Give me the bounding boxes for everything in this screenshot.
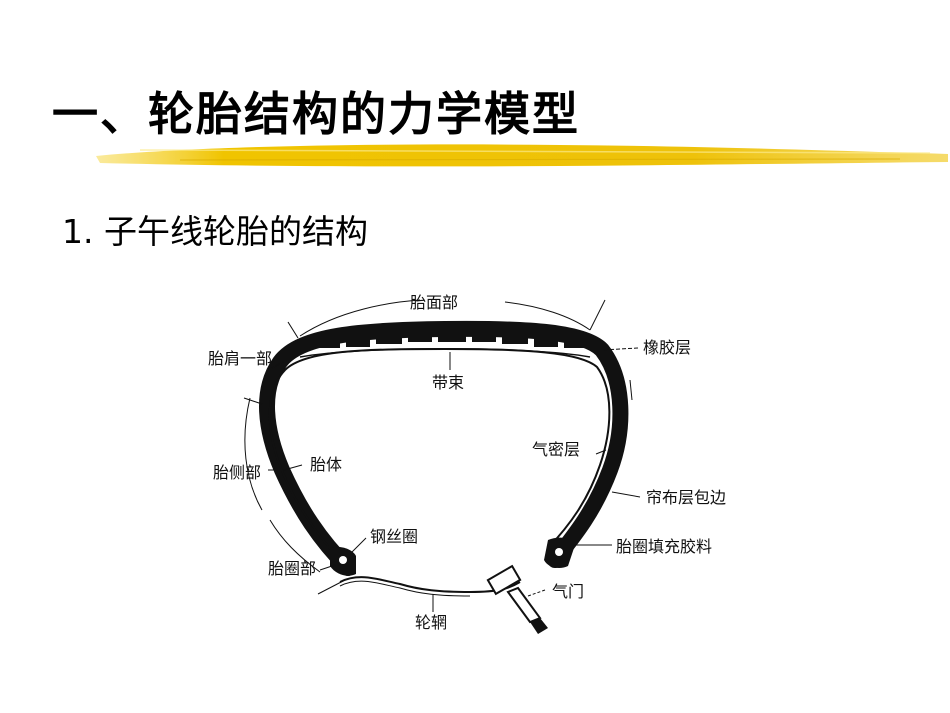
valve-body [486, 564, 548, 634]
tread-blocks [318, 326, 584, 348]
label-rubber-layer: 橡胶层 [643, 338, 691, 357]
label-bead-wire: 钢丝圈 [370, 527, 418, 546]
label-rim: 轮辋 [415, 613, 447, 632]
tire-body [243, 299, 633, 634]
label-carcass: 胎体 [310, 455, 342, 474]
label-shoulder: 胎肩一部 [208, 349, 272, 368]
label-bead: 胎圈部 [268, 559, 316, 578]
label-bead-filler: 胎圈填充胶料 [616, 537, 712, 556]
label-belt: 带束 [432, 373, 464, 392]
slide-subtitle: 1. 子午线轮胎的结构 [62, 212, 368, 251]
label-tread: 胎面部 [410, 293, 458, 312]
label-sidewall: 胎侧部 [213, 463, 261, 482]
label-inner-liner: 气密层 [532, 440, 580, 459]
label-ply-turnup: 帘布层包边 [646, 488, 726, 507]
slide-title: 一、轮胎结构的力学模型 [52, 87, 580, 141]
label-valve: 气门 [552, 582, 584, 601]
leader-lines [268, 347, 641, 612]
